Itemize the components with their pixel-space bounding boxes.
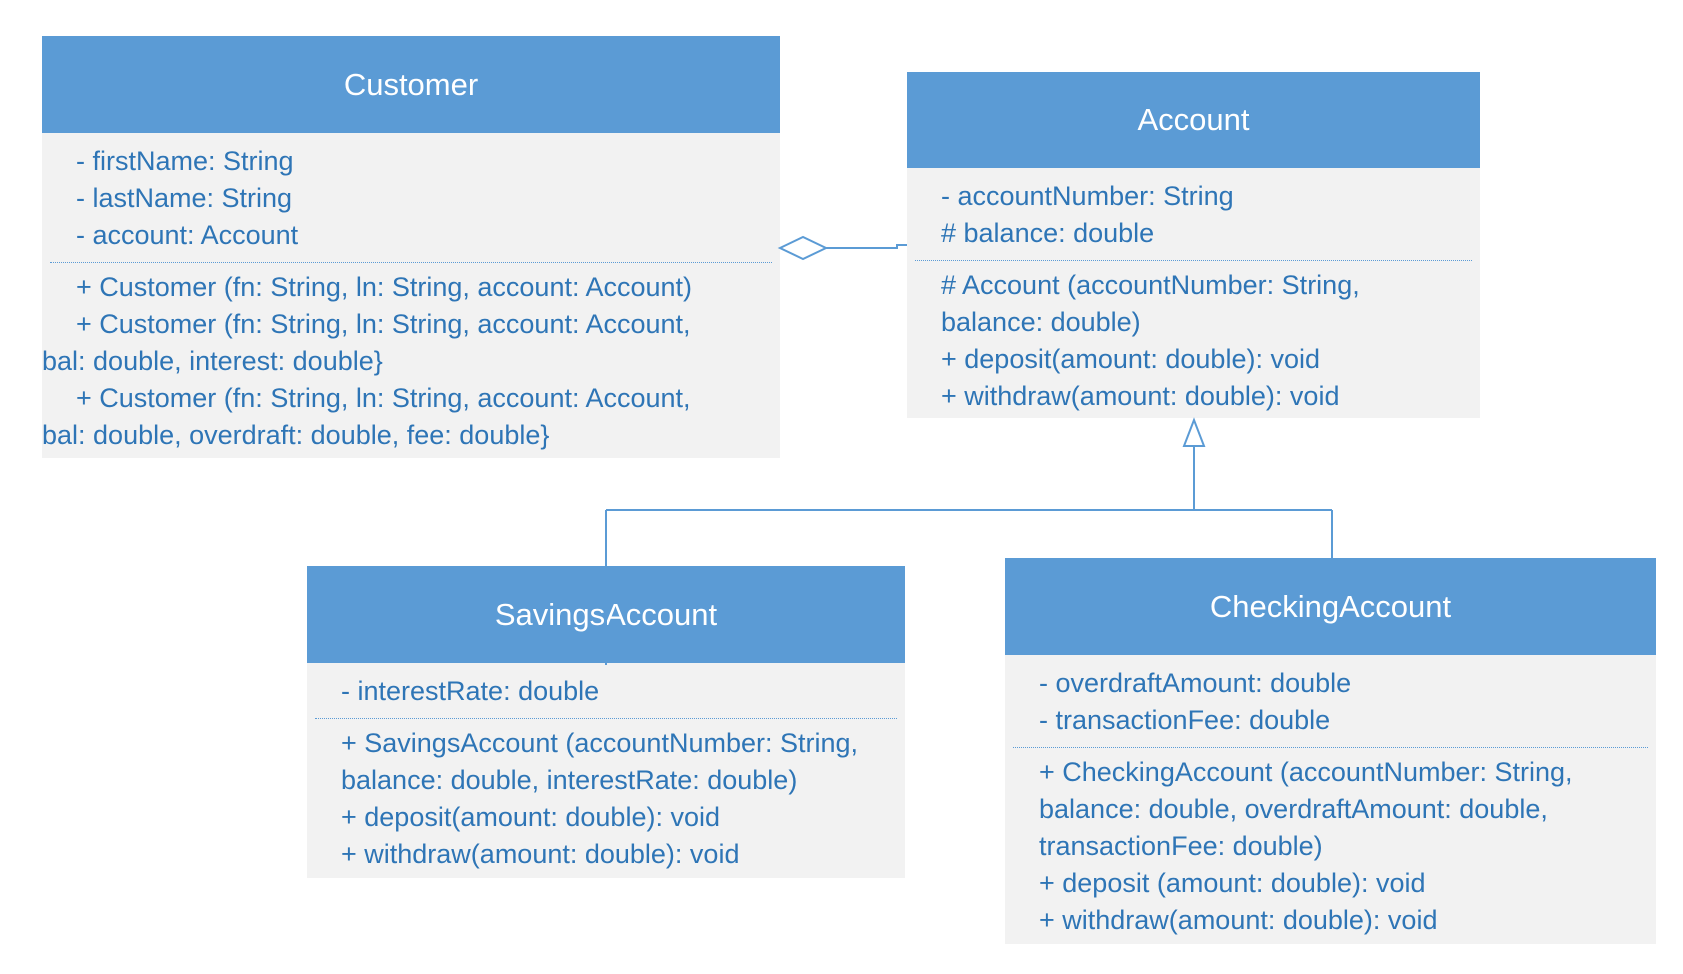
- class-savings-account-name: SavingsAccount: [307, 566, 905, 663]
- method: + withdraw(amount: double): void: [1039, 905, 1438, 935]
- method: + deposit(amount: double): void: [341, 802, 720, 832]
- method: + CheckingAccount (accountNumber: String…: [1039, 757, 1573, 787]
- method: + deposit(amount: double): void: [941, 344, 1320, 374]
- class-customer[interactable]: Customer - firstName: String - lastName:…: [42, 36, 780, 458]
- method: + Customer (fn: String, ln: String, acco…: [76, 383, 691, 413]
- method: + SavingsAccount (accountNumber: String,: [341, 728, 859, 758]
- class-savings-account[interactable]: SavingsAccount - interestRate: double + …: [307, 566, 905, 878]
- method: # Account (accountNumber: String,: [941, 270, 1360, 300]
- method: + deposit (amount: double): void: [1039, 868, 1426, 898]
- method: transactionFee: double): [1039, 831, 1323, 861]
- attribute: # balance: double: [941, 218, 1155, 248]
- class-checking-account-methods: + CheckingAccount (accountNumber: String…: [1005, 752, 1656, 943]
- attribute: - accountNumber: String: [941, 181, 1234, 211]
- class-savings-account-attributes: - interestRate: double: [307, 663, 905, 714]
- class-account-methods: # Account (accountNumber: String, balanc…: [907, 265, 1480, 419]
- aggregation-line: [826, 244, 907, 249]
- class-savings-account-methods: + SavingsAccount (accountNumber: String,…: [307, 723, 905, 877]
- method: balance: double, overdraftAmount: double…: [1039, 794, 1548, 824]
- aggregation-connector: [777, 235, 907, 261]
- section-divider: [1013, 747, 1648, 748]
- method: balance: double): [941, 307, 1141, 337]
- attribute: - account: Account: [76, 220, 299, 250]
- method: bal: double, interest: double}: [42, 346, 383, 376]
- class-account-name: Account: [907, 72, 1480, 168]
- class-account[interactable]: Account - accountNumber: String # balanc…: [907, 72, 1480, 418]
- inheritance-arrow-icon: [1182, 417, 1206, 447]
- attribute: - interestRate: double: [341, 676, 600, 706]
- attribute: - lastName: String: [76, 183, 293, 213]
- method: + withdraw(amount: double): void: [341, 839, 740, 869]
- section-divider: [315, 718, 897, 719]
- class-account-attributes: - accountNumber: String # balance: doubl…: [907, 168, 1480, 256]
- class-checking-account-attributes: - overdraftAmount: double - transactionF…: [1005, 655, 1656, 743]
- class-checking-account[interactable]: CheckingAccount - overdraftAmount: doubl…: [1005, 558, 1656, 944]
- method: + withdraw(amount: double): void: [941, 381, 1340, 411]
- class-customer-attributes: - firstName: String - lastName: String -…: [42, 133, 780, 258]
- attribute: - transactionFee: double: [1039, 705, 1331, 735]
- method: balance: double, interestRate: double): [341, 765, 798, 795]
- method: + Customer (fn: String, ln: String, acco…: [76, 272, 693, 302]
- section-divider: [50, 262, 772, 263]
- class-customer-methods: + Customer (fn: String, ln: String, acco…: [42, 267, 780, 458]
- method: bal: double, overdraft: double, fee: dou…: [42, 420, 550, 450]
- aggregation-diamond-icon: [777, 235, 829, 261]
- attribute: - overdraftAmount: double: [1039, 668, 1352, 698]
- method: + Customer (fn: String, ln: String, acco…: [76, 309, 691, 339]
- class-checking-account-name: CheckingAccount: [1005, 558, 1656, 655]
- attribute: - firstName: String: [76, 146, 294, 176]
- section-divider: [915, 260, 1472, 261]
- class-customer-name: Customer: [42, 36, 780, 133]
